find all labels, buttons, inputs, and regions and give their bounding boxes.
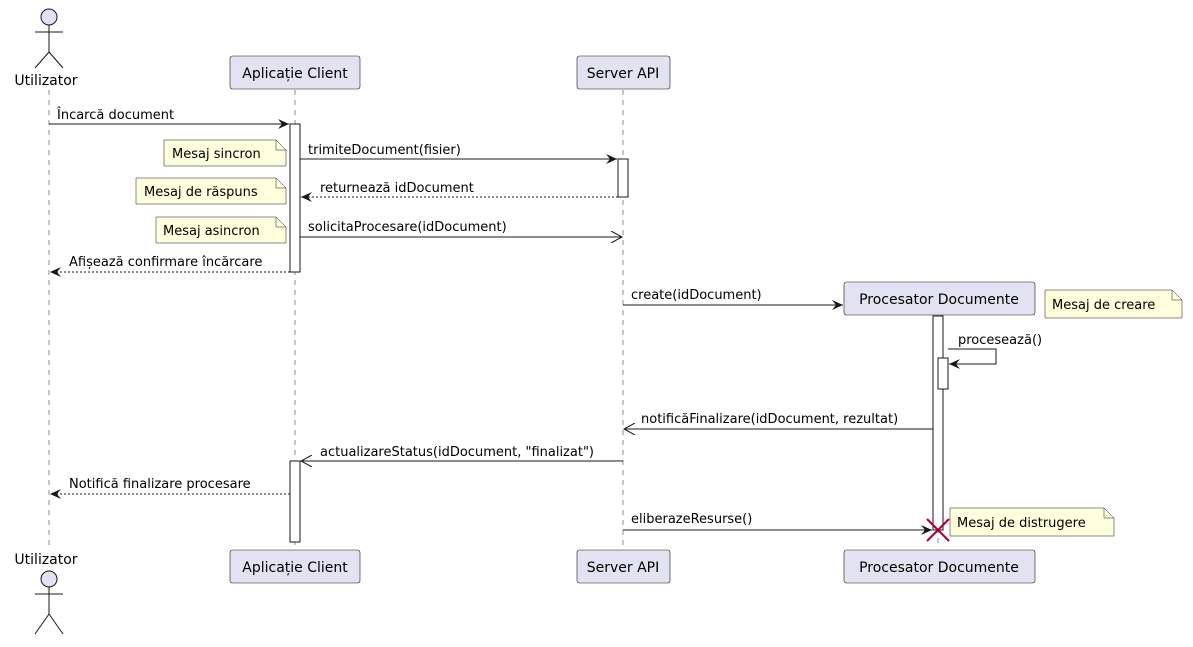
msg-label-proceseaza: procesează(): [958, 333, 1042, 348]
activation-processor-2: [937, 357, 949, 390]
msg-label-afiseaza-confirmare: Afișează confirmare încărcare: [69, 255, 262, 270]
svg-text:Procesator Documente: Procesator Documente: [859, 292, 1019, 308]
note-mesaj-asincron: Mesaj asincron: [155, 216, 287, 244]
msg-label-returneaza-id: returnează idDocument: [320, 181, 474, 196]
activation-client-2: [289, 460, 301, 543]
msg-label-notifica-finalizare-procesare: Notifică finalizare procesare: [69, 477, 251, 492]
participant-aplicatie-client-bottom: Aplicație Client: [229, 549, 361, 584]
msg-label-create: create(idDocument): [631, 288, 762, 303]
participant-procesator-documente-created: Procesator Documente: [843, 281, 1036, 316]
participant-server-api-bottom: Server API: [576, 549, 671, 584]
svg-text:Server API: Server API: [587, 560, 660, 576]
note-mesaj-de-creare: Mesaj de creare: [1044, 289, 1183, 319]
activation-server-1: [617, 158, 629, 198]
svg-text:Mesaj asincron: Mesaj asincron: [163, 224, 260, 239]
msg-label-actualizare-status: actualizareStatus(idDocument, "finalizat…: [320, 445, 594, 460]
actor-bottom-label: Utilizator: [14, 552, 77, 568]
actor-bottom-icon: [34, 570, 64, 635]
svg-text:Mesaj de distrugere: Mesaj de distrugere: [957, 516, 1086, 531]
svg-text:Server API: Server API: [587, 66, 660, 82]
activation-processor-1: [932, 315, 944, 531]
participant-aplicatie-client-top: Aplicație Client: [229, 55, 361, 90]
msg-label-trimite-document: trimiteDocument(fisier): [308, 143, 461, 158]
svg-text:Mesaj de răspuns: Mesaj de răspuns: [144, 185, 258, 200]
msg-label-solicita-procesare: solicitaProcesare(idDocument): [308, 220, 507, 235]
destroy-x-icon: [926, 518, 950, 542]
participant-procesator-documente-bottom: Procesator Documente: [843, 549, 1036, 584]
svg-text:Mesaj sincron: Mesaj sincron: [172, 147, 261, 162]
msg-label-elibereaza-resurse: eliberazeResurse(): [631, 512, 752, 527]
svg-text:Aplicație Client: Aplicație Client: [242, 66, 348, 82]
svg-text:Aplicație Client: Aplicație Client: [242, 560, 348, 576]
note-mesaj-de-raspuns: Mesaj de răspuns: [135, 177, 287, 205]
msg-line-proceseaza: [948, 348, 997, 369]
note-mesaj-de-distrugere: Mesaj de distrugere: [949, 507, 1115, 537]
actor-top-icon: [34, 8, 64, 69]
actor-top-label: Utilizator: [14, 73, 77, 89]
msg-label-incarca-document: Încarcă document: [56, 107, 174, 123]
msg-label-notifica-finalizare: notificăFinalizare(idDocument, rezultat): [641, 412, 898, 427]
svg-text:Mesaj de creare: Mesaj de creare: [1052, 298, 1155, 313]
participant-server-api-top: Server API: [576, 55, 671, 90]
activation-client-1: [289, 123, 301, 273]
note-mesaj-sincron: Mesaj sincron: [163, 139, 287, 167]
svg-text:Procesator Documente: Procesator Documente: [859, 560, 1019, 576]
